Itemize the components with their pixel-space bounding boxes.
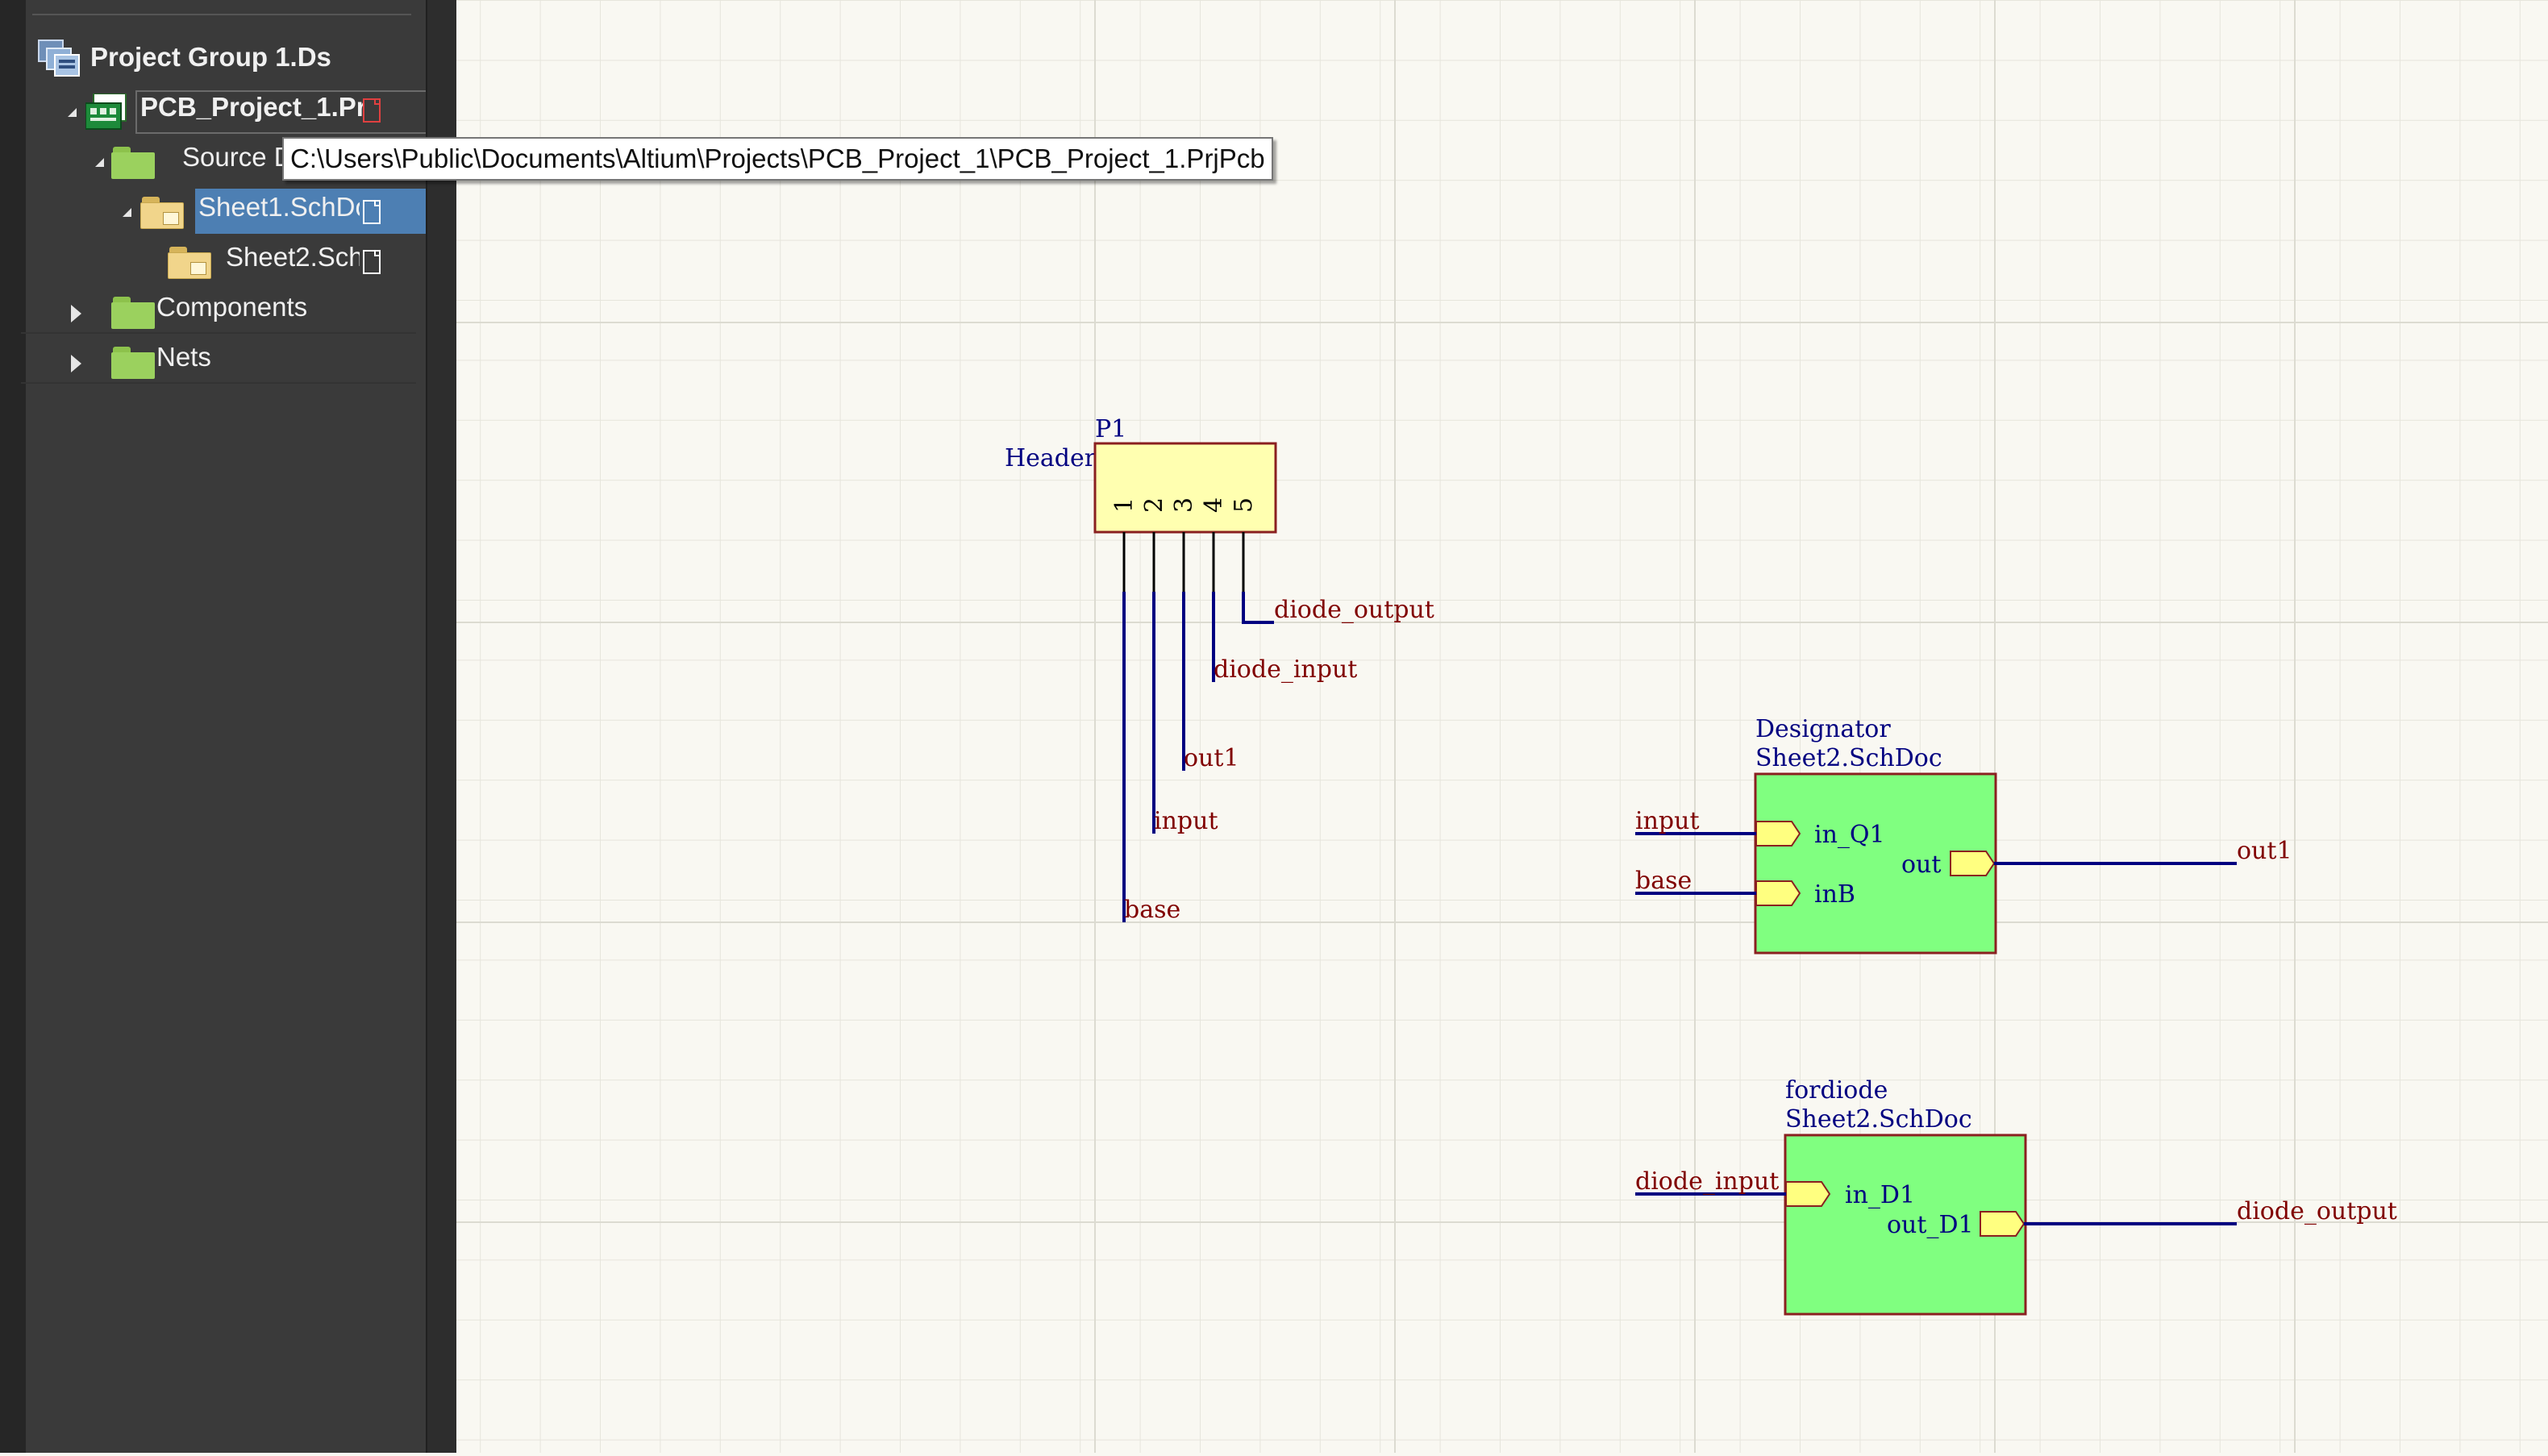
net-label[interactable]: out1 [2237,837,2292,865]
grid [456,0,2548,1453]
schematic-canvas[interactable]: P1 Header 5 1 2 3 4 5 diode_output diode… [456,0,2548,1453]
header-body[interactable] [1093,442,1277,534]
document-icon [363,250,384,277]
net-label[interactable]: input [1635,807,1700,835]
sheet-entry-label: in_D1 [1845,1181,1915,1209]
collapse-arrow-icon[interactable] [68,108,77,117]
sheet-entry-port[interactable] [1755,821,1801,847]
collapse-arrow-icon[interactable] [123,208,131,217]
net-label[interactable]: out1 [1184,744,1239,772]
net-label[interactable]: base [1124,896,1180,924]
sheet-entry-label: inB [1814,880,1855,909]
modified-document-icon [363,98,384,126]
pin-number: 5 [1230,497,1258,513]
net-label[interactable]: diode_output [2237,1197,2397,1225]
pin-number: 3 [1170,497,1198,513]
sheet-entry-label: in_Q1 [1814,821,1885,849]
tree-item-project-group[interactable]: Project Group 1.Ds [37,35,416,84]
net-label[interactable]: diode_output [1274,596,1434,624]
sheet-entry-label: out_D1 [1887,1211,1974,1239]
sheet-symbol-designator-label: fordiode [1785,1076,1888,1104]
tree-item-sheet1[interactable]: Sheet1.SchDo [37,185,435,234]
nets-label: Nets [156,342,211,372]
sheet-symbol-designator-label: Designator [1755,715,1891,743]
sheet-symbol-filename: Sheet2.SchDoc [1785,1105,1972,1134]
sheet-symbol-filename: Sheet2.SchDoc [1755,744,1942,772]
project-group-icon [37,39,82,79]
projects-panel: Project Group 1.Ds PCB_Project_1.Pr Sour… [21,0,435,1453]
path-tooltip: C:\Users\Public\Documents\Altium\Project… [282,137,1273,181]
pin-number: 4 [1200,497,1228,513]
header-component[interactable]: P1 Header 5 1 2 3 4 5 diode_output diode… [1005,415,1434,924]
document-icon [363,200,384,227]
panel-edge [0,0,26,1453]
net-label[interactable]: input [1154,807,1218,835]
expand-arrow-icon[interactable] [71,305,81,322]
sheet-entry-label: out [1901,851,1941,879]
tree-item-project[interactable]: PCB_Project_1.Pr [37,85,435,134]
folder-icon [111,297,155,329]
net-label[interactable]: diode_input [1635,1167,1779,1196]
tree-item-components[interactable]: Components [21,285,416,334]
header-designator: P1 [1095,415,1126,443]
selection-highlight [195,189,435,234]
tree-item-nets[interactable]: Nets [21,335,416,384]
folder-icon [111,347,155,379]
project-label: PCB_Project_1.Pr [140,92,364,122]
pin-number: 1 [1110,497,1139,513]
net-label[interactable]: diode_input [1214,655,1357,684]
wire[interactable] [1242,592,1274,624]
sheet-symbol-fordiode[interactable]: fordiode Sheet2.SchDoc in_D1 out_D1 diod… [1635,1076,2397,1316]
sheet-symbol-designator[interactable]: Designator Sheet2.SchDoc in_Q1 inB out i… [1635,715,2292,955]
panel-splitter[interactable] [426,0,458,1453]
sheet-entry-port[interactable] [1755,880,1801,906]
components-label: Components [156,292,308,322]
project-group-label: Project Group 1.Ds [90,42,331,72]
tree-item-sheet2[interactable]: Sheet2.Sch [37,235,416,284]
pcb-project-icon [85,93,131,131]
schematic-folder-icon [140,197,184,229]
schematic-sheet[interactable]: P1 Header 5 1 2 3 4 5 diode_output diode… [456,0,2548,1453]
sheet-entry-port[interactable] [1980,1211,2025,1237]
expand-arrow-icon[interactable] [71,355,81,372]
sheet2-label: Sheet2.Sch [226,242,360,272]
sheet-entry-port[interactable] [1785,1181,1831,1207]
collapse-arrow-icon[interactable] [95,158,104,167]
sheet-entry-port[interactable] [1950,851,1996,876]
folder-icon [111,147,155,179]
net-label[interactable]: base [1635,867,1692,895]
schematic-folder-icon [168,247,211,279]
pin-number: 2 [1140,497,1168,513]
panel-divider [32,14,411,15]
sheet1-label: Sheet1.SchDo [198,192,360,222]
